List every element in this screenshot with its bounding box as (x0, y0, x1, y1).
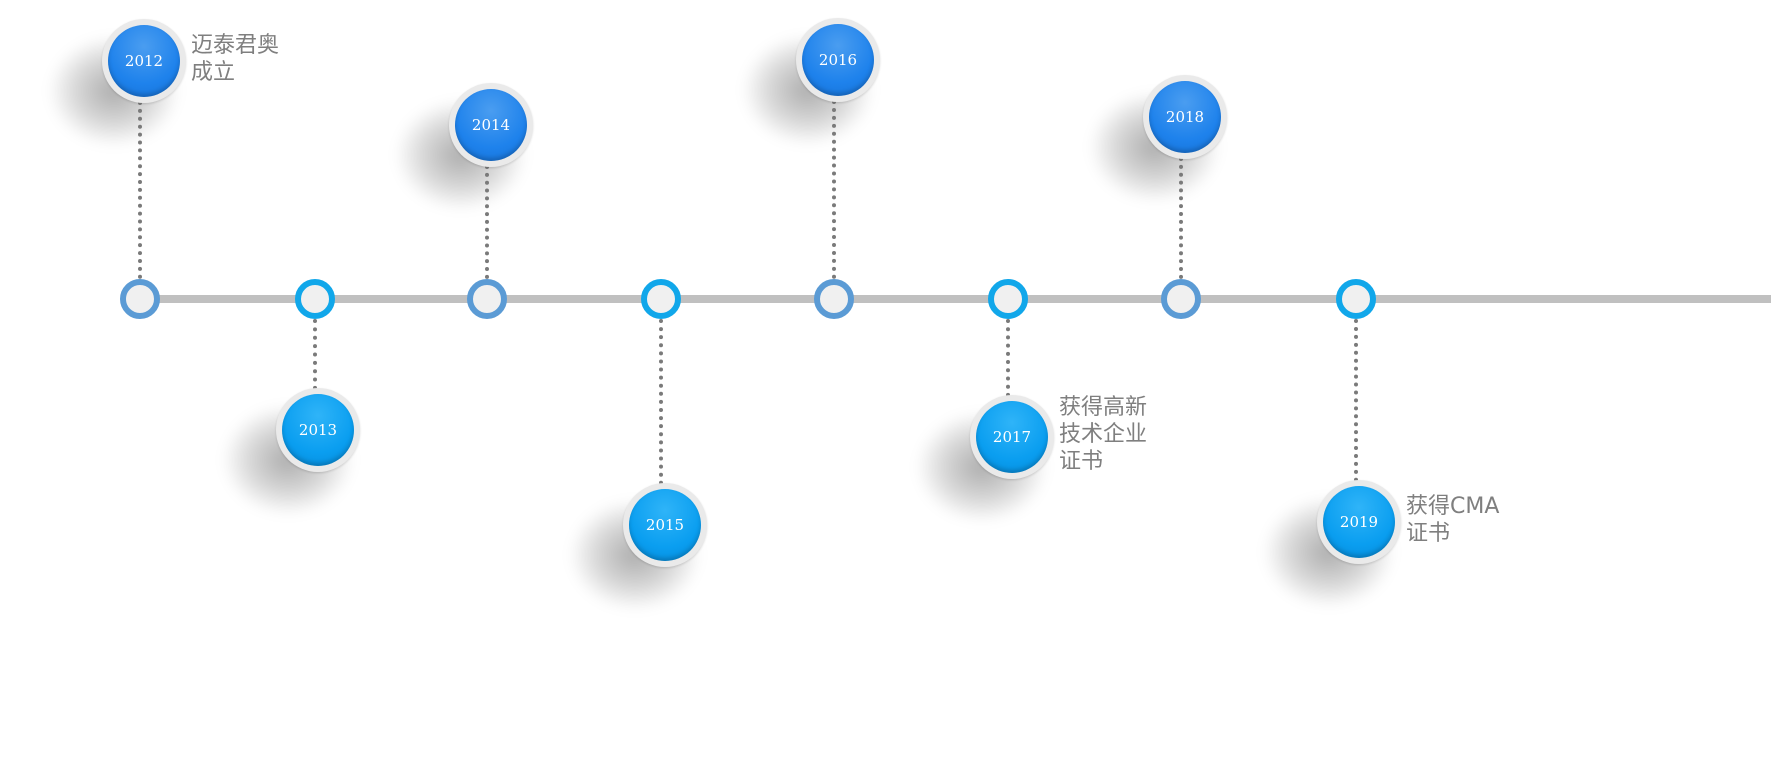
connector-line (659, 319, 663, 485)
year-badge-2019: 2019 (1317, 480, 1401, 564)
year-badge-2018: 2018 (1143, 75, 1227, 159)
connector-line (138, 101, 142, 279)
year-text: 2013 (282, 394, 354, 466)
year-badge-2015: 2015 (623, 483, 707, 567)
event-label-line: 获得CMA (1406, 494, 1500, 519)
event-label-line: 证书 (1059, 449, 1104, 474)
connector-line (1006, 319, 1010, 397)
timeline-node-2014 (467, 279, 507, 319)
timeline-node-2016 (814, 279, 854, 319)
year-text: 2012 (108, 25, 180, 97)
event-label-2017: 获得高新技术企业证书 (1059, 394, 1189, 475)
event-label-line: 获得高新 (1059, 395, 1148, 420)
event-label-line: 技术企业 (1059, 422, 1148, 447)
timeline-node-2017 (988, 279, 1028, 319)
year-badge-2016: 2016 (796, 18, 880, 102)
year-text: 2015 (629, 489, 701, 561)
year-text: 2018 (1149, 81, 1221, 153)
timeline-node-2015 (641, 279, 681, 319)
connector-line (1179, 157, 1183, 279)
timeline-node-2012 (120, 279, 160, 319)
connector-line (313, 319, 317, 390)
event-label-line: 证书 (1406, 521, 1451, 546)
timeline-node-2013 (295, 279, 335, 319)
connector-line (1354, 319, 1358, 482)
year-text: 2014 (455, 89, 527, 161)
year-text: 2016 (802, 24, 874, 96)
year-badge-2012: 2012 (102, 19, 186, 103)
timeline-node-2018 (1161, 279, 1201, 319)
timeline-node-2019 (1336, 279, 1376, 319)
year-text: 2019 (1323, 486, 1395, 558)
connector-line (485, 165, 489, 279)
year-badge-2014: 2014 (449, 83, 533, 167)
event-label-line: 成立 (191, 60, 236, 85)
year-text: 2017 (976, 401, 1048, 473)
timeline-axis (140, 295, 1771, 303)
connector-line (832, 100, 836, 279)
event-label-2012: 迈泰君奥成立 (191, 32, 321, 86)
year-badge-2013: 2013 (276, 388, 360, 472)
event-label-line: 迈泰君奥 (191, 33, 280, 58)
year-badge-2017: 2017 (970, 395, 1054, 479)
